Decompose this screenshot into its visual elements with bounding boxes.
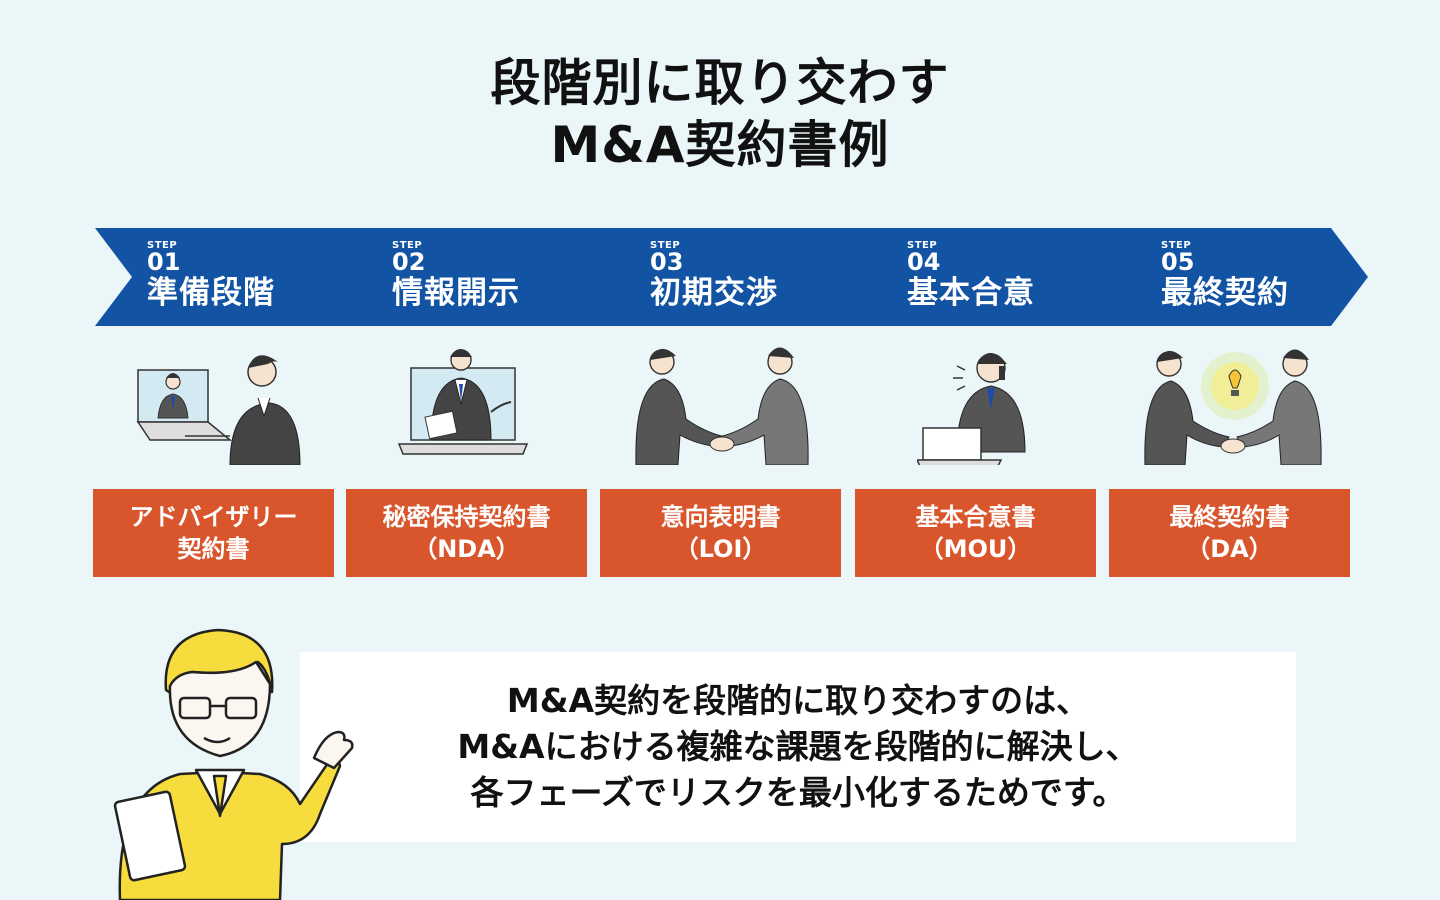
phone-call-icon	[915, 340, 1097, 469]
title-line-1: 段階別に取り交わす	[490, 54, 950, 112]
step-label: STEP	[392, 240, 423, 251]
process-arrow	[95, 228, 1368, 326]
step-label: STEP	[147, 240, 178, 251]
doc-box-nda: 秘密保持契約書 （NDA）	[346, 489, 587, 577]
advisor-presenting-icon	[100, 600, 360, 900]
step-02: STEP 02 情報開示	[392, 240, 520, 313]
step-number: 03	[650, 248, 684, 276]
doc-box-da: 最終契約書 （DA）	[1109, 489, 1350, 577]
doc-box-advisory: アドバイザリー 契約書	[93, 489, 334, 577]
doc-name: 意向表明書	[660, 503, 781, 531]
step-03: STEP 03 初期交渉	[650, 240, 778, 313]
step-label: STEP	[907, 240, 938, 251]
step-label: STEP	[1161, 240, 1192, 251]
doc-name: アドバイザリー	[129, 503, 298, 531]
handshake-lightbulb-icon	[1143, 340, 1323, 466]
step-label: STEP	[650, 240, 681, 251]
step-01: STEP 01 準備段階	[147, 240, 275, 313]
laptop-presenter-icon	[397, 340, 577, 465]
step-name: 基本合意	[907, 275, 1035, 311]
step-name: 初期交渉	[650, 275, 778, 311]
step-04: STEP 04 基本合意	[907, 240, 1035, 313]
doc-abbr: （DA）	[1186, 535, 1273, 563]
step-number: 05	[1161, 248, 1195, 276]
step-number: 02	[392, 248, 426, 276]
doc-box-mou: 基本合意書 （MOU）	[855, 489, 1096, 577]
doc-abbr: 契約書	[177, 535, 250, 563]
step-number: 01	[147, 248, 181, 276]
doc-name: 基本合意書	[915, 503, 1036, 531]
step-name: 最終契約	[1161, 275, 1289, 311]
doc-abbr: （LOI）	[674, 535, 767, 563]
note-line-1: M&A契約を段階的に取り交わすのは、	[506, 681, 1090, 720]
handshake-icon	[632, 340, 812, 466]
step-name: 情報開示	[392, 275, 520, 311]
step-05: STEP 05 最終契約	[1161, 240, 1289, 313]
page-title: 段階別に取り交わす M&A契約書例	[0, 52, 1440, 176]
step-number: 04	[907, 248, 941, 276]
doc-abbr: （NDA）	[413, 535, 520, 563]
note-line-3: 各フェーズでリスクを最小化するためです。	[470, 773, 1126, 812]
step-name: 準備段階	[147, 275, 275, 311]
doc-name: 秘密保持契約書	[382, 503, 551, 531]
arrow-shape-icon	[95, 228, 1368, 326]
doc-abbr: （MOU）	[919, 535, 1032, 563]
title-line-2: M&A契約書例	[550, 116, 890, 174]
note-line-2: M&Aにおける複雑な課題を段階的に解決し、	[457, 727, 1139, 766]
explanation-box: M&A契約を段階的に取り交わすのは、 M&Aにおける複雑な課題を段階的に解決し、…	[300, 652, 1296, 842]
doc-name: 最終契約書	[1169, 503, 1290, 531]
doc-box-loi: 意向表明書 （LOI）	[600, 489, 841, 577]
video-call-icon	[130, 340, 310, 466]
